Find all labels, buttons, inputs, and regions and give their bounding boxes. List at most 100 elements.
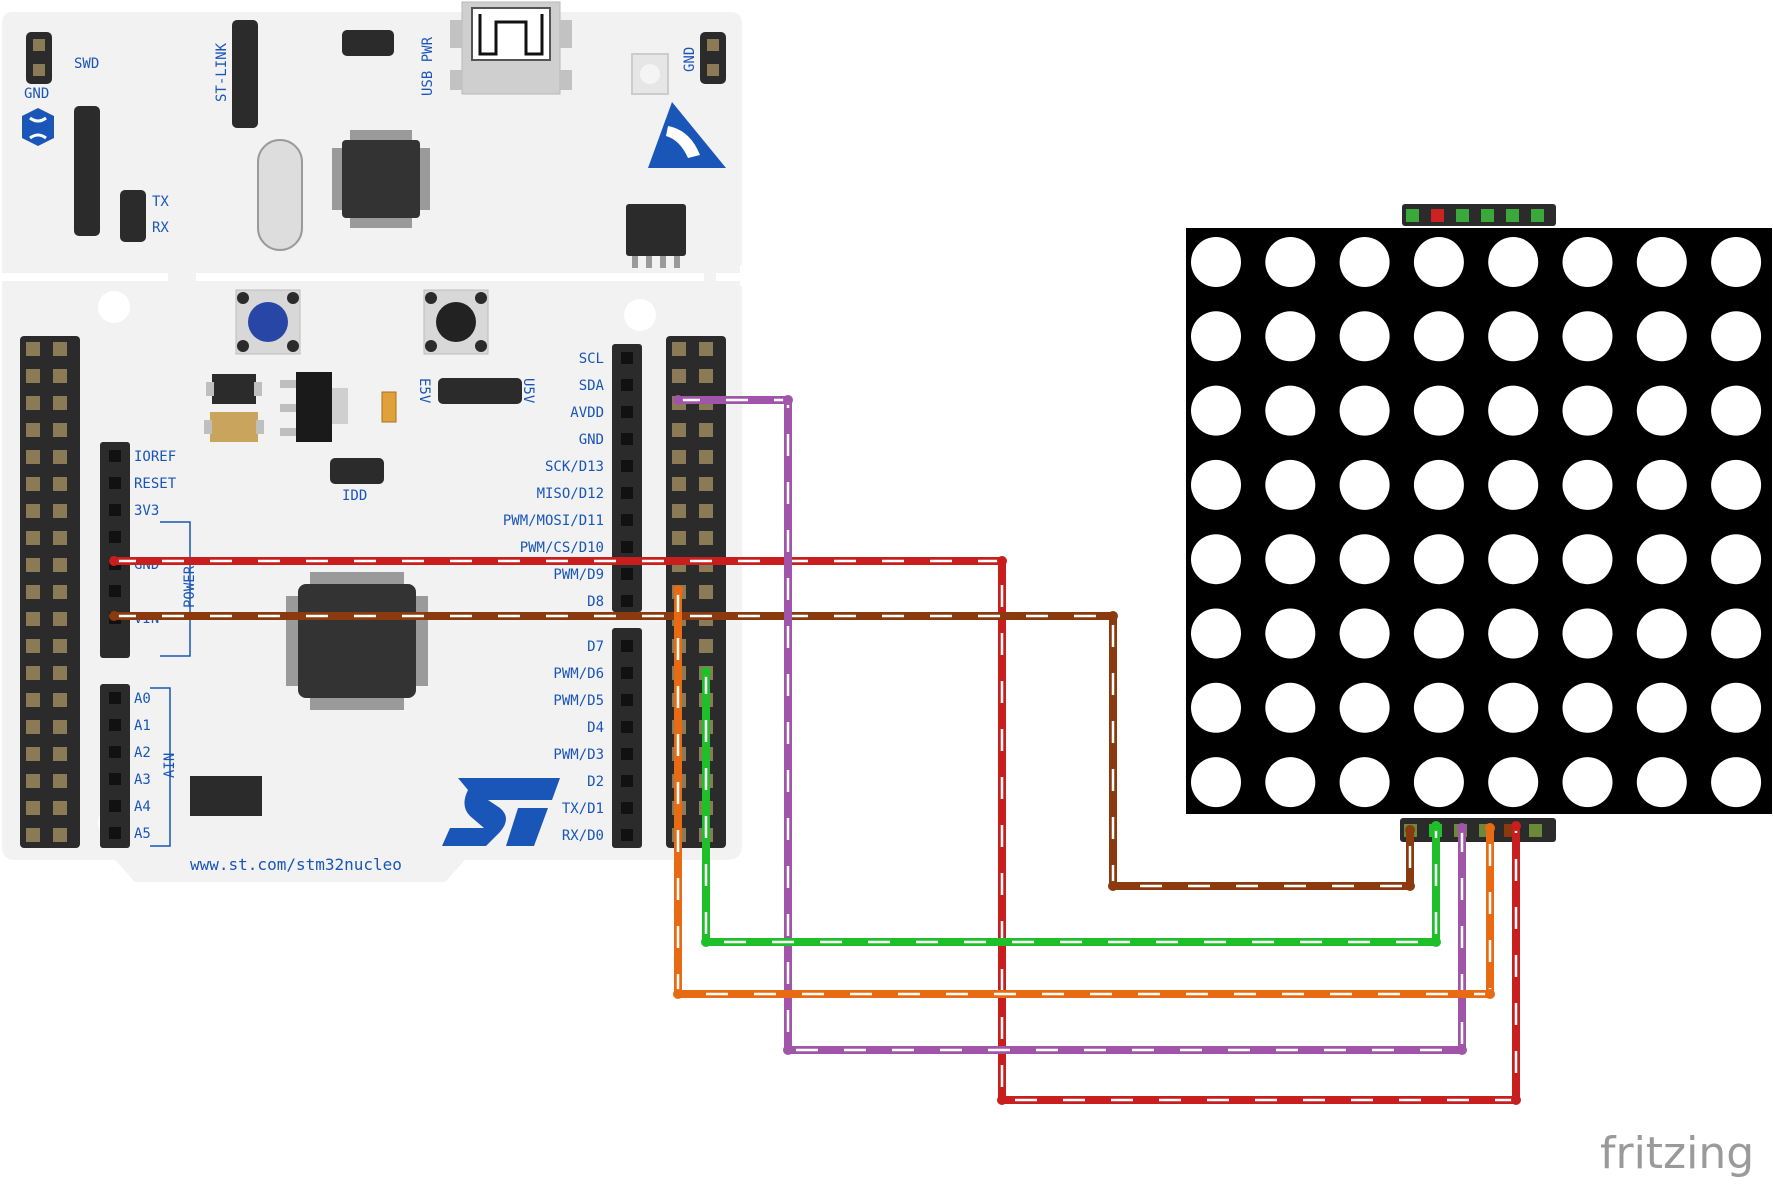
morpho-pin [672,504,686,518]
wire-bend-point [783,1045,793,1055]
eeprom-chip [626,204,686,268]
matrix-led [1413,311,1464,362]
matrix-led [1265,757,1316,808]
power-header-pin [109,531,121,543]
matrix-led [1488,682,1539,733]
power-header-pin-label: RESET [134,476,177,492]
matrix-led [1636,311,1687,362]
matrix-led [1488,385,1539,436]
matrix-led [1265,237,1316,287]
user-button[interactable] [235,289,301,355]
matrix-led [1265,385,1316,436]
wire-bend-point [1405,825,1415,835]
morpho-pin [26,396,40,410]
power-header-pin [109,477,121,489]
wire-bend-point [673,395,683,405]
wire-red-highlight [114,559,1518,1102]
matrix-led [1562,237,1613,287]
ain-label: AIN [162,753,178,778]
morpho-pin [53,747,67,761]
morpho-pin [53,612,67,626]
analog-header-pin [109,827,121,839]
power-label: POWER [182,565,198,608]
matrix-led [1488,608,1539,659]
wires [109,395,1521,1105]
morpho-pin [699,450,713,464]
matrix-led [1711,757,1762,808]
analog-header-pin [109,800,121,812]
matrix-led [1265,459,1316,510]
morpho-pin [53,504,67,518]
rx-label: RX [152,220,169,236]
wire-bend-point [997,556,1007,566]
wire-bend-point [673,989,683,999]
digital-lower-pin [621,640,633,652]
morpho-pin [672,423,686,437]
main-mcu-chip [286,572,428,710]
digital-lower-pin-label: RX/D0 [562,828,604,844]
morpho-pin [53,477,67,491]
morpho-pin [53,396,67,410]
digital-upper-pin-label: MISO/D12 [537,486,604,502]
idd-label: IDD [342,488,367,504]
morpho-pin [699,504,713,518]
morpho-pin [26,720,40,734]
digital-lower-pin-label: D7 [587,639,604,655]
digital-upper-pin-label: AVDD [570,405,604,421]
matrix-led [1191,385,1241,436]
morpho-pin [26,693,40,707]
matrix-led [1191,682,1241,733]
usb-connector [450,1,572,95]
wire-orange-highlight [676,590,1492,996]
digital-upper-pin-label: SDA [579,378,605,394]
morpho-pin [26,801,40,815]
morpho-pin [699,585,713,599]
morpho-pin [26,666,40,680]
reset-button[interactable] [423,289,489,355]
matrix-led [1191,311,1241,362]
matrix-led [1413,385,1464,436]
digital-upper-pin [621,541,633,553]
digital-lower-pin [621,694,633,706]
morpho-pin [672,531,686,545]
analog-header [100,684,130,848]
morpho-pin [672,450,686,464]
digital-lower-pin [621,667,633,679]
digital-upper-pin [621,568,633,580]
morpho-pin [26,612,40,626]
wire-bend-point [783,395,793,405]
digital-upper-pin-label: PWM/D9 [553,567,604,583]
morpho-pin [26,558,40,572]
esd-warning-icon [648,102,726,168]
matrix-led [1562,385,1613,436]
matrix-led [1562,459,1613,510]
power-header-pin [109,504,121,516]
wire-purple-highlight [678,398,1464,1052]
power-bracket [160,521,191,657]
digital-lower-pin [621,721,633,733]
power-header-pin [109,585,121,597]
matrix-bottom-pin [1529,824,1542,837]
top-headers [26,20,726,484]
matrix-led [1339,682,1390,733]
digital-upper-pin-label: SCL [579,351,604,367]
usb-pwr-label: USB PWR [420,36,436,96]
morpho-pin [53,369,67,383]
morpho-connector-left [20,336,80,848]
matrix-led [1711,534,1762,585]
morpho-pin [26,477,40,491]
morpho-pin [672,369,686,383]
morpho-pin [26,585,40,599]
digital-lower-pin-label: TX/D1 [562,801,604,817]
morpho-pin [699,531,713,545]
digital-lower-pin [621,748,633,760]
matrix-led [1636,459,1687,510]
matrix-top-pin [1431,209,1444,222]
morpho-pin [53,423,67,437]
morpho-pin [26,747,40,761]
wire-bend-point [1485,823,1495,833]
power-header-pin-label: IOREF [134,449,176,465]
wire-bend-point [1457,1045,1467,1055]
digital-upper-pin [621,460,633,472]
